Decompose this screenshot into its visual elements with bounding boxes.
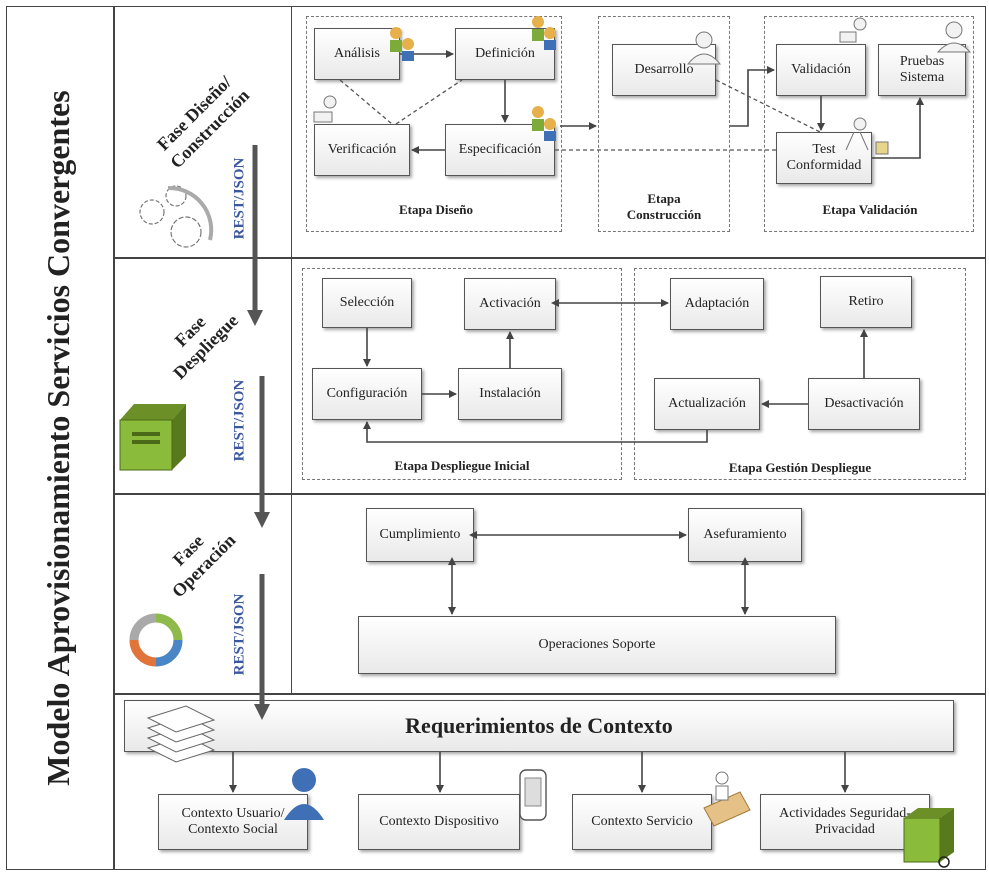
stage-frame-diseno — [306, 16, 562, 232]
box-pruebas-sistema: Pruebas Sistema — [878, 44, 966, 96]
box-contexto-servicio: Contexto Servicio — [572, 794, 712, 850]
dashed-desarrollo-test — [715, 79, 821, 133]
title-column — [6, 6, 114, 870]
stage-frame-validacion — [764, 16, 974, 232]
box-actualizacion: Actualización — [654, 378, 760, 430]
box-verificacion: Verificación — [314, 124, 410, 176]
people-icon-definicion — [532, 16, 556, 50]
phone-icon — [519, 769, 547, 821]
row-despliegue — [114, 258, 986, 494]
box-analisis: Análisis — [314, 28, 400, 80]
edge-test-pruebas — [872, 97, 924, 159]
box-configuracion: Configuración — [312, 368, 422, 420]
box-contexto-usuario: Contexto Usuario/ Contexto Social — [158, 794, 308, 850]
person-icon-validacion — [839, 17, 867, 43]
stage-label-diseno: Etapa Diseño — [398, 202, 474, 217]
box-actividades-seguridad: Actividades Seguridad- Privacidad — [760, 794, 930, 850]
box-adaptacion: Adaptación — [670, 278, 764, 330]
person-icon-test — [845, 117, 889, 155]
row-diseno — [114, 6, 986, 258]
box-desactivacion: Desactivación — [808, 378, 920, 430]
phase-divider-2 — [114, 258, 292, 494]
stage-label-despliegue-inicial: Etapa Despliegue Inicial — [394, 458, 530, 473]
person-icon-pruebas — [936, 21, 972, 53]
people-icon-analisis — [390, 27, 414, 61]
server-key-icon — [903, 808, 954, 868]
stage-frame-despliegue-inicial — [302, 268, 622, 480]
server-icon — [119, 404, 186, 471]
box-operaciones-soporte: Operaciones Soporte — [358, 616, 836, 674]
people-icon-especificacion — [532, 106, 556, 141]
box-contexto-dispositivo: Contexto Dispositivo — [358, 794, 520, 850]
stage-label-validacion: Etapa Validación — [822, 202, 918, 217]
box-cumplimiento: Cumplimiento — [366, 508, 474, 562]
service-desk-icon — [703, 771, 751, 827]
edge-construccion-validacion — [730, 66, 775, 127]
user-icon — [284, 768, 324, 820]
stage-frame-gestion-despliegue — [634, 268, 966, 480]
gears-icon — [139, 185, 214, 248]
box-retiro: Retiro — [820, 276, 912, 328]
dashed-analisis-verificacion — [339, 79, 393, 125]
stage-label-gestion-despliegue: Etapa Gestión Despliegue — [728, 460, 872, 475]
phase-divider-1 — [114, 6, 292, 258]
cycle-icon — [129, 613, 183, 667]
box-activacion: Activación — [464, 278, 556, 330]
box-test-conformidad: Test Conformidad — [776, 132, 872, 184]
box-validacion: Validación — [776, 44, 866, 96]
row-operacion — [114, 494, 986, 694]
stage-label-construccion: Etapa Construcción — [626, 191, 702, 222]
dashed-verificacion-definicion — [395, 79, 463, 125]
documents-icon — [146, 705, 216, 763]
row-contexto — [114, 694, 986, 870]
edge-actualizacion-configuracion — [363, 421, 708, 443]
box-especificacion: Especificación — [445, 124, 555, 176]
box-instalacion: Instalación — [458, 368, 562, 420]
person-icon-desarrollo — [686, 31, 722, 65]
person-icon-verificacion — [313, 95, 337, 123]
box-definicion: Definición — [455, 28, 555, 80]
phase-divider-3 — [114, 494, 292, 694]
box-desarrollo: Desarrollo — [612, 44, 716, 96]
box-seleccion: Selección — [322, 278, 412, 328]
stage-frame-construccion — [598, 16, 730, 232]
